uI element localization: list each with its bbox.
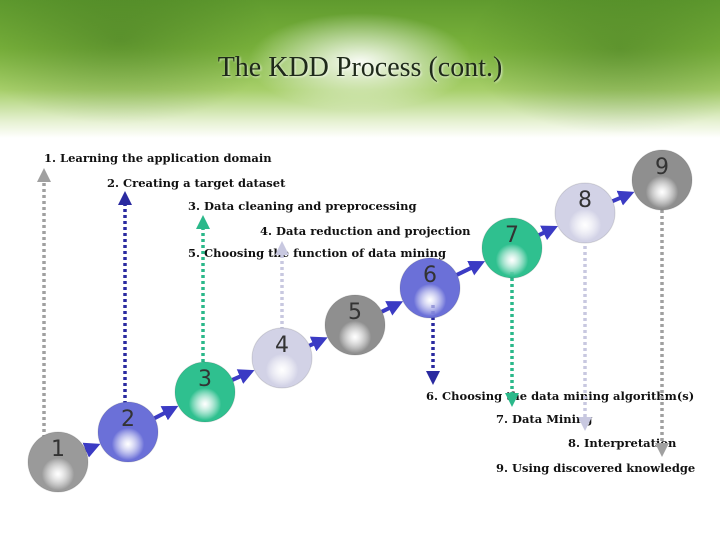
step-ball-9 bbox=[631, 149, 693, 211]
step-ball-4 bbox=[251, 327, 313, 389]
step-label-7: 7. Data Mining bbox=[496, 412, 593, 426]
step-label-8: 8. Interpretation bbox=[568, 436, 677, 450]
step-ball-number-6: 6 bbox=[423, 263, 437, 288]
step-ball-3 bbox=[174, 361, 236, 423]
header-banner bbox=[0, 0, 720, 138]
step-label-4: 4. Data reduction and projection bbox=[260, 224, 471, 238]
step-ball-number-8: 8 bbox=[578, 188, 592, 213]
step-ball-6 bbox=[399, 257, 461, 319]
step-ball-number-4: 4 bbox=[275, 333, 289, 358]
step-ball-7 bbox=[481, 217, 543, 279]
step-label-2: 2. Creating a target dataset bbox=[107, 176, 286, 190]
slide-title: The KDD Process (cont.) bbox=[217, 52, 503, 83]
step-ball-2 bbox=[97, 401, 159, 463]
step-ball-number-3: 3 bbox=[198, 367, 212, 392]
step-label-6: 6. Choosing the data mining algorithm(s) bbox=[426, 389, 695, 403]
step-ball-number-2: 2 bbox=[121, 407, 135, 432]
step-ball-1 bbox=[27, 431, 89, 493]
step-ball-number-9: 9 bbox=[655, 155, 669, 180]
step-ball-5 bbox=[324, 294, 386, 356]
step-label-9: 9. Using discovered knowledge bbox=[496, 461, 696, 475]
connector-arrow-3 bbox=[231, 369, 255, 384]
step-ball-number-1: 1 bbox=[51, 437, 65, 462]
connector-arrow-6 bbox=[456, 260, 486, 277]
step-label-1: 1. Learning the application domain bbox=[44, 151, 272, 165]
step-ball-8 bbox=[554, 182, 616, 244]
step-ball-number-7: 7 bbox=[505, 223, 519, 248]
step-label-5: 5. Choosing the function of data mining bbox=[188, 246, 447, 260]
connector-arrow-4 bbox=[308, 336, 328, 352]
connector-arrow-2 bbox=[153, 405, 179, 421]
connector-arrow-1 bbox=[82, 442, 101, 458]
step-ball-number-5: 5 bbox=[348, 300, 362, 325]
step-label-3: 3. Data cleaning and preprocessing bbox=[188, 199, 417, 213]
connector-arrow-8 bbox=[611, 190, 635, 206]
connector-arrow-7 bbox=[538, 225, 558, 241]
connector-arrow-5 bbox=[381, 301, 404, 316]
